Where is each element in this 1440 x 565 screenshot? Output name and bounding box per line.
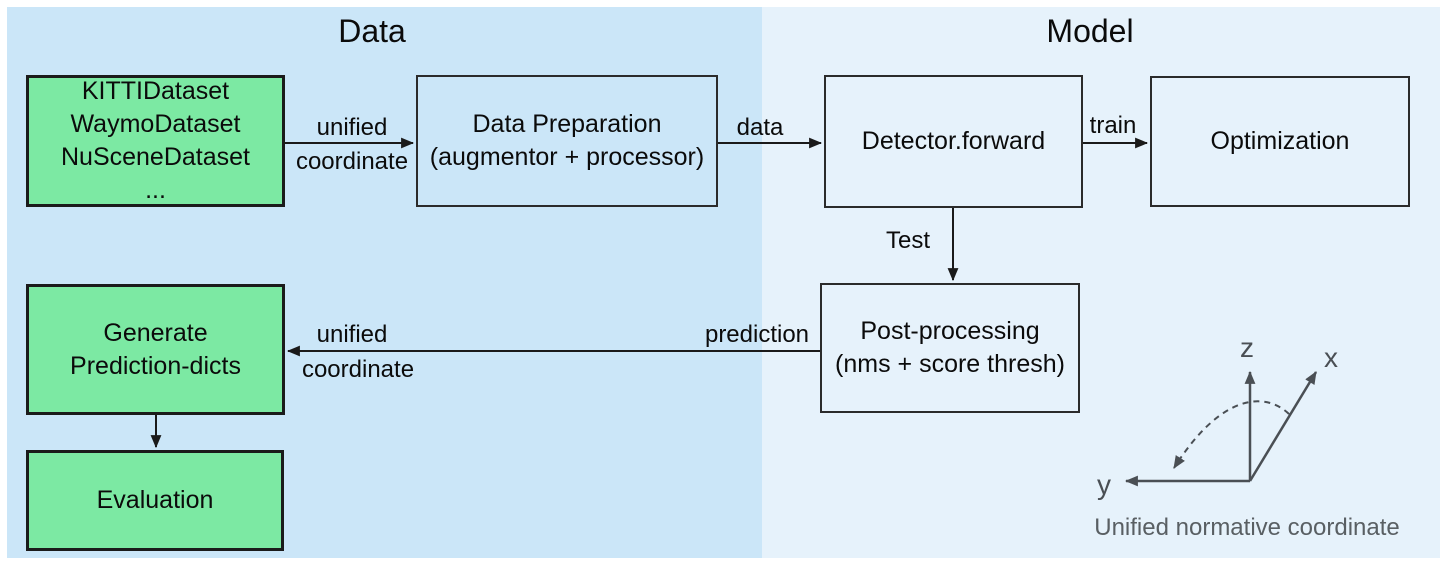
data-preparation-line-1: Data Preparation	[472, 110, 662, 138]
generate-prediction-line-1: Generate	[103, 318, 208, 347]
data-preparation-line-2: (augmentor + processor)	[429, 143, 705, 171]
datasets-line-4: ...	[145, 176, 166, 204]
y-axis-label: y	[1097, 469, 1111, 500]
x-axis-label: x	[1324, 342, 1338, 373]
data-section-title: Data	[338, 13, 406, 49]
edge-label-unified-top: unified	[316, 114, 388, 141]
edge-label-unified-bottom: unified	[316, 321, 388, 348]
edge-label-coordinate-bottom: coordinate	[301, 356, 415, 383]
datasets-line-3: NuSceneDataset	[60, 143, 250, 171]
optimization-label: Optimization	[1210, 127, 1350, 155]
edge-label-train: train	[1089, 112, 1137, 139]
detector-forward-label: Detector.forward	[861, 127, 1046, 155]
datasets-line-1: KITTIDataset	[81, 77, 230, 105]
edge-label-test: Test	[885, 227, 931, 254]
edge-label-coordinate-top: coordinate	[295, 148, 409, 175]
data-preparation-box: Data Preparation (augmentor + processor)	[416, 75, 718, 207]
generate-prediction-box: Generate Prediction-dicts	[26, 284, 285, 415]
detector-forward-box: Detector.forward	[824, 75, 1083, 208]
edge-label-data: data	[736, 114, 784, 141]
datasets-box: KITTIDataset WaymoDataset NuSceneDataset…	[26, 75, 285, 207]
generate-prediction-line-2: Prediction-dicts	[70, 351, 241, 380]
model-section-title: Model	[1046, 13, 1134, 49]
post-processing-line-1: Post-processing	[860, 317, 1040, 345]
evaluation-box: Evaluation	[26, 450, 284, 551]
z-axis-label: z	[1240, 332, 1254, 363]
axes-caption: Unified normative coordinate	[1094, 514, 1400, 541]
post-processing-line-2: (nms + score thresh)	[835, 350, 1065, 378]
optimization-box: Optimization	[1150, 76, 1410, 207]
evaluation-label: Evaluation	[96, 486, 214, 514]
edge-label-prediction: prediction	[704, 321, 810, 348]
post-processing-box: Post-processing (nms + score thresh)	[820, 283, 1080, 413]
model-section-panel	[762, 7, 1440, 558]
datasets-line-2: WaymoDataset	[70, 110, 241, 138]
